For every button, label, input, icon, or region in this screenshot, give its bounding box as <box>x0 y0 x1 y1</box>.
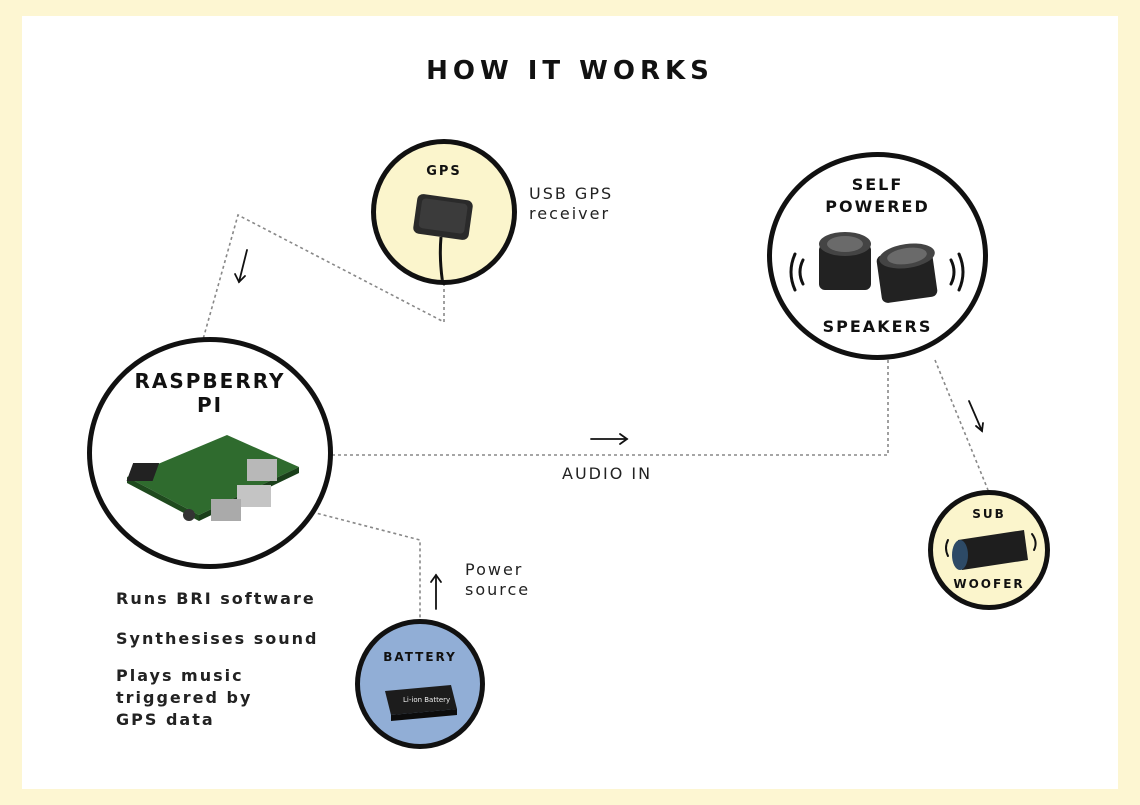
gps-receiver-icon <box>413 194 473 280</box>
audio-in-label: AUDIO IN <box>562 464 653 483</box>
subwoofer-icon <box>945 530 1037 570</box>
speakers-to-sub-line <box>934 359 989 491</box>
speakers-top-label-line1: SELF <box>851 175 904 194</box>
page-title: HOW IT WORKS <box>426 56 714 86</box>
gps-caption-line2: receiver <box>529 204 611 223</box>
raspberry-pi-label-line2: PI <box>196 393 224 417</box>
subwoofer-bottom-label: WOOFER <box>953 577 1025 591</box>
feature-plays-music-line1: Plays music <box>116 666 244 685</box>
battery-caption-line2: source <box>465 580 531 599</box>
arrow-down-left-icon <box>234 249 248 284</box>
feature-runs-software: Runs BRI software <box>116 589 316 608</box>
battery-label: BATTERY <box>383 650 457 664</box>
speaker-pair-icon <box>789 232 965 303</box>
gps-caption: USB GPS receiver <box>529 184 613 224</box>
battery-device-text: Li-ion Battery <box>403 696 450 704</box>
speakers-top-label-line2: POWERED <box>825 197 930 216</box>
feature-plays-music: Plays music triggered by GPS data <box>116 665 252 731</box>
battery-pack-icon: Li-ion Battery <box>385 685 457 721</box>
sound-waves-right-icon <box>949 252 965 292</box>
pi-to-speakers-line <box>332 355 889 456</box>
feature-plays-music-line2: triggered by <box>116 688 253 707</box>
feature-synthesises-sound: Synthesises sound <box>116 629 319 648</box>
arrow-down-right-icon <box>968 400 984 433</box>
arrow-up-icon <box>430 573 442 610</box>
speakers-bottom-label: SPEAKERS <box>822 317 933 336</box>
sound-waves-left-icon <box>789 252 805 292</box>
speakers-node: SELF POWERED SPEAKERS <box>767 152 988 360</box>
feature-plays-music-line3: GPS data <box>116 710 215 729</box>
raspberry-pi-label: RASPBERRY PI <box>92 369 328 417</box>
raspberry-pi-label-line1: RASPBERRY <box>134 369 286 393</box>
battery-caption: Power source <box>465 560 530 600</box>
sub-sound-waves-icon <box>945 533 1037 557</box>
subwoofer-node: SUB WOOFER <box>928 490 1050 610</box>
raspberry-pi-board-icon <box>126 435 299 521</box>
battery-node: BATTERY Li-ion Battery <box>355 619 485 749</box>
gps-caption-line1: USB GPS <box>529 184 614 203</box>
gps-to-pi-line <box>199 213 445 351</box>
gps-label: GPS <box>426 164 462 179</box>
arrow-right-icon <box>590 433 629 445</box>
speakers-top-label: SELF POWERED <box>772 174 983 218</box>
raspberry-pi-node: RASPBERRY PI <box>87 337 333 569</box>
battery-caption-line1: Power <box>465 560 524 579</box>
pi-to-battery-line <box>311 511 421 620</box>
gps-node: GPS <box>371 139 517 285</box>
subwoofer-top-label: SUB <box>972 507 1006 521</box>
